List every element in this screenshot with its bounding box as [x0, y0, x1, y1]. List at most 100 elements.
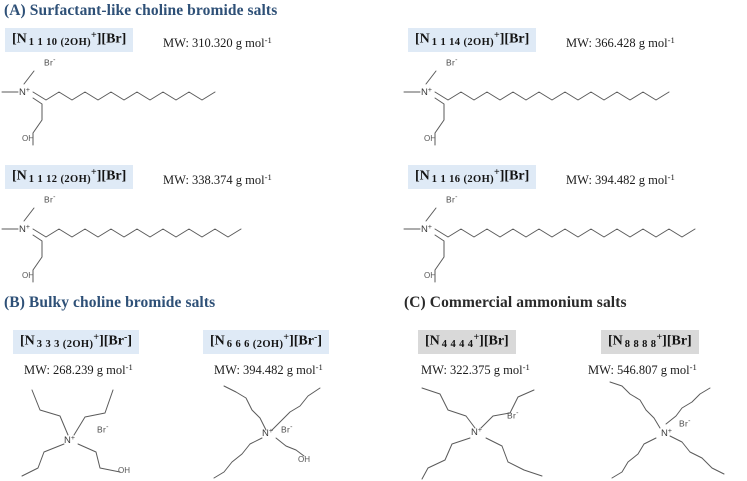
mw-unit: g mol [235, 173, 265, 188]
mw-label-b2: MW: 394.482 g mol-1 [214, 362, 323, 378]
counter-ion-label-c2: Br- [679, 418, 691, 429]
chip-open: [N [415, 168, 430, 184]
mw-unit: g mol [286, 363, 316, 378]
chip-anion-charge: - [313, 332, 318, 343]
counter-ion-label-a4: Br- [446, 194, 458, 205]
hydroxyl-label-a4: OH [424, 271, 436, 280]
chip-charge: + [494, 30, 500, 41]
hydroxyl-symbol: OH [22, 134, 34, 143]
hydroxyl-symbol: OH [424, 271, 436, 280]
chip-charge: + [656, 332, 663, 343]
chip-close: ][Br [289, 333, 314, 349]
mw-unit-exponent: -1 [315, 362, 323, 372]
nitrogen-label-c2: N+ [661, 428, 672, 439]
chip-subscript: 1 1 14 (2OH) [431, 36, 495, 48]
nitrogen-charge: + [268, 428, 273, 435]
structure-drawing-a4 [402, 197, 742, 287]
mw-unit-exponent: -1 [689, 362, 697, 372]
chip-subscript: 1 1 16 (2OH) [431, 173, 495, 185]
chip-close: ][Br] [96, 168, 127, 184]
counter-ion-symbol: Br [44, 57, 54, 68]
mw-unit-exponent: -1 [667, 172, 675, 182]
mw-prefix: MW: [421, 363, 447, 378]
counter-ion-label-a1: Br- [44, 57, 56, 68]
mw-prefix: MW: [163, 36, 189, 51]
mw-value: 394.482 [243, 363, 284, 378]
nitrogen-charge: + [427, 224, 432, 231]
nitrogen-charge: + [25, 224, 30, 231]
mw-unit: g mol [235, 36, 265, 51]
nitrogen-label-c1: N+ [471, 427, 482, 438]
chip-close: ][Br] [499, 168, 530, 184]
chip-subscript: 8 8 8 8 [624, 338, 657, 350]
mw-prefix: MW: [24, 363, 50, 378]
chip-close: ][Br] [96, 31, 127, 47]
nitrogen-symbol: N [262, 428, 269, 440]
chip-subscript: 3 3 3 (2OH) [36, 338, 94, 350]
chip-subscript: 1 1 12 (2OH) [28, 173, 92, 185]
structure-drawing-a1 [0, 60, 250, 150]
hydroxyl-label-a1: OH [22, 134, 34, 143]
nitrogen-symbol: N [471, 427, 478, 439]
chip-subscript: 4 4 4 4 [441, 338, 474, 350]
hydroxyl-symbol: OH [298, 455, 310, 464]
chip-subscript: 1 1 10 (2OH) [28, 36, 92, 48]
hydroxyl-label-b1: OH [118, 466, 130, 475]
counter-ion-charge: - [455, 194, 458, 201]
hydroxyl-label-a2: OH [424, 134, 436, 143]
mw-label-a2: MW: 366.428 g mol-1 [566, 35, 675, 51]
counter-ion-label-c1: Br- [507, 410, 519, 421]
nitrogen-charge: + [667, 428, 672, 435]
nitrogen-label-a2: N+ [421, 87, 432, 98]
mw-unit-exponent: -1 [125, 362, 133, 372]
chip-anion-charge: - [123, 332, 128, 343]
chip-close: ][Br] [662, 333, 692, 349]
chip-close: ][Br] [479, 333, 509, 349]
chip-charge: + [494, 167, 500, 178]
mw-value: 394.482 [595, 173, 636, 188]
hydroxyl-label-a3: OH [22, 271, 34, 280]
mw-unit-exponent: -1 [264, 35, 272, 45]
mw-value: 366.428 [595, 36, 636, 51]
nitrogen-charge: + [477, 427, 482, 434]
chip-charge: + [93, 332, 100, 343]
section-header-b: (B) Bulky choline bromide salts [4, 294, 216, 311]
chip-subscript: 6 6 6 (2OH) [226, 338, 284, 350]
chip-tail: ] [317, 333, 322, 349]
mw-prefix: MW: [566, 36, 592, 51]
counter-ion-symbol: Br [281, 424, 291, 435]
chip-tail: ] [127, 333, 132, 349]
nitrogen-label-a3: N+ [19, 224, 30, 235]
counter-ion-charge: - [688, 418, 691, 425]
chip-open: [N [20, 333, 35, 349]
nitrogen-symbol: N [421, 224, 428, 236]
structure-drawing-b1 [0, 380, 200, 481]
mw-unit-exponent: -1 [522, 362, 530, 372]
chip-open: [N [415, 31, 430, 47]
chip-open: [N [210, 333, 225, 349]
mw-prefix: MW: [214, 363, 240, 378]
mw-unit: g mol [96, 363, 126, 378]
nitrogen-charge: + [25, 87, 30, 94]
structure-drawing-b2 [190, 380, 390, 481]
mw-unit: g mol [660, 363, 690, 378]
counter-ion-symbol: Br [507, 410, 517, 421]
counter-ion-symbol: Br [446, 57, 456, 68]
mw-unit-exponent: -1 [264, 172, 272, 182]
nitrogen-label-a4: N+ [421, 224, 432, 235]
chip-charge: + [91, 30, 97, 41]
counter-ion-charge: - [106, 424, 109, 431]
section-header-a: (A) Surfactant-like choline bromide salt… [4, 2, 278, 19]
mw-label-c2: MW: 546.807 g mol-1 [588, 362, 697, 378]
counter-ion-charge: - [53, 194, 56, 201]
hydroxyl-symbol: OH [424, 134, 436, 143]
mw-value: 546.807 [617, 363, 658, 378]
chip-open: [N [12, 31, 27, 47]
mw-value: 338.374 [192, 173, 233, 188]
structure-drawing-c2 [570, 380, 747, 481]
counter-ion-symbol: Br [97, 424, 107, 435]
